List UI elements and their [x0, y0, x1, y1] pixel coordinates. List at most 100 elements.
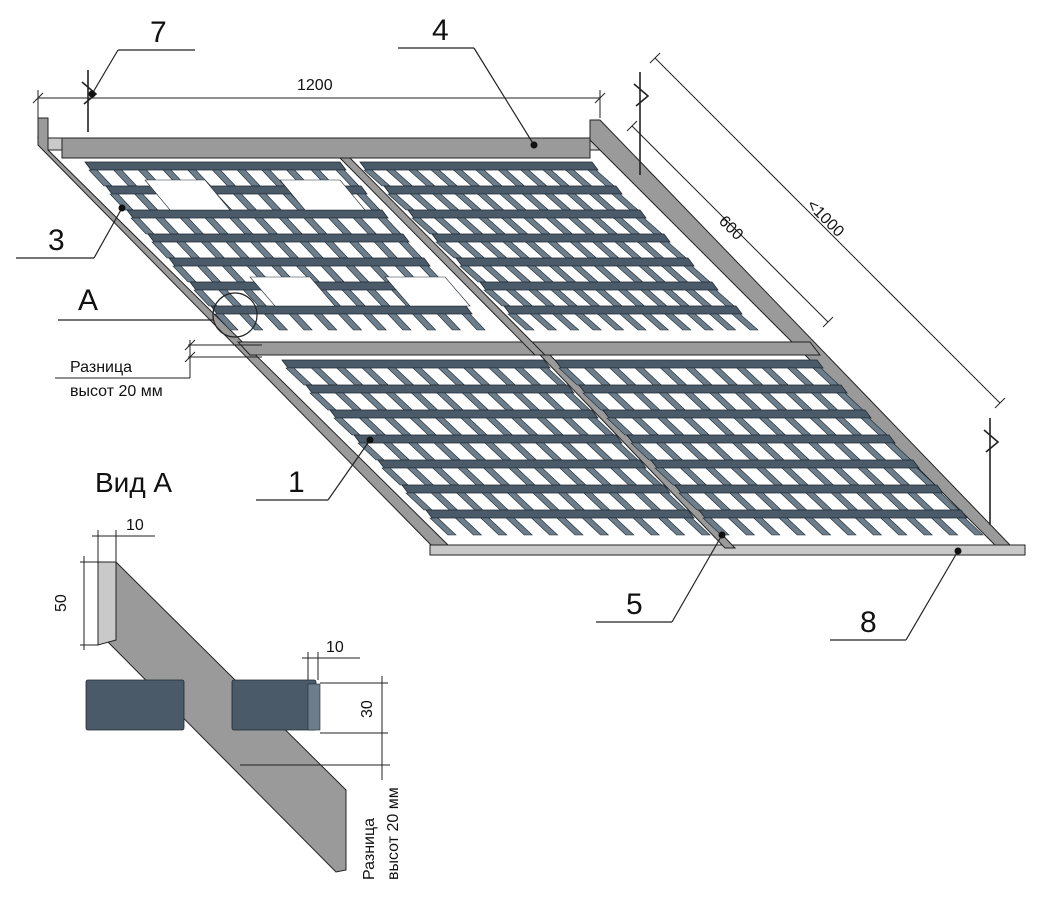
- grid-rib: [609, 467, 638, 486]
- grid-rib: [250, 241, 275, 259]
- grid-rib: [592, 241, 620, 259]
- grid-rib: [521, 193, 550, 211]
- grid-rib: [535, 442, 563, 461]
- height-diff-note: Разница высот 20 мм: [55, 339, 262, 400]
- grid-rib: [409, 417, 437, 436]
- grid-rib: [659, 241, 687, 259]
- grid-rib: [434, 417, 463, 436]
- detail-profile-edge: [97, 561, 117, 646]
- grid-rib: [511, 417, 539, 436]
- grid-rib: [382, 442, 411, 461]
- detail-dim-height: 50: [53, 594, 70, 612]
- grid-rib: [360, 392, 388, 411]
- grid-rib: [348, 241, 374, 259]
- grid-rib: [710, 367, 739, 386]
- grid-row-bar: [210, 305, 473, 315]
- suspension-1: [81, 70, 98, 132]
- grid-rib: [758, 417, 787, 436]
- grid-rib: [537, 392, 566, 411]
- grid-rib: [433, 217, 462, 235]
- grid-rib: [568, 217, 596, 235]
- grid-rib: [631, 417, 660, 436]
- grid-rib: [509, 442, 538, 461]
- grid-rib: [530, 517, 559, 536]
- grid-rib: [381, 467, 409, 486]
- grid-rib: [398, 241, 423, 259]
- grid-rib: [436, 392, 464, 411]
- grid-rib: [373, 241, 398, 259]
- grid-rib: [484, 442, 512, 461]
- profile-far-face: [61, 137, 591, 159]
- grid-rib: [880, 517, 908, 536]
- grid-rib: [476, 193, 505, 211]
- dimension-width: 1200: [32, 77, 606, 118]
- grid-rib: [456, 217, 484, 235]
- height-diff-line1: Разница: [70, 359, 132, 376]
- grid-row-bar: [425, 509, 695, 519]
- grid-row-bar: [329, 409, 599, 419]
- grid-rib: [520, 169, 548, 187]
- grid-rib: [505, 289, 534, 307]
- grid-rib: [683, 517, 711, 536]
- callout-A-label: A: [78, 284, 98, 317]
- grid-rib: [785, 392, 813, 411]
- grid-rib: [679, 467, 708, 486]
- grid-rib: [634, 367, 662, 386]
- grid-rib: [585, 442, 614, 461]
- grid-row-bar: [126, 209, 389, 219]
- grid-row-bar: [353, 434, 623, 444]
- grid-rib: [532, 492, 560, 511]
- grid-rib: [526, 265, 554, 283]
- grid-rib: [561, 417, 590, 436]
- grid-rib: [607, 392, 636, 411]
- grid-rib: [684, 289, 713, 307]
- grid-rib: [683, 392, 712, 411]
- grid-rib: [536, 417, 564, 436]
- grid-rib: [337, 313, 363, 331]
- grid-rib: [584, 467, 612, 486]
- grid-rib: [590, 217, 618, 235]
- grid-row-bar: [377, 459, 647, 469]
- grid-rib: [487, 392, 515, 411]
- grid-rib: [528, 289, 556, 307]
- grid-rib: [361, 367, 389, 386]
- grid-rib: [478, 217, 506, 235]
- grid-rib: [655, 442, 684, 461]
- grid-rib: [727, 517, 756, 536]
- grid-rib: [633, 492, 662, 511]
- grid-rib: [730, 467, 758, 486]
- grid-row-bar: [305, 384, 575, 394]
- grid-rib: [607, 517, 635, 536]
- grid-rib: [779, 492, 808, 511]
- grid-rib: [636, 241, 665, 259]
- grid-rib: [430, 169, 458, 187]
- detail-dim-cell-height: 30: [359, 700, 376, 718]
- grid-rib: [833, 442, 861, 461]
- grid-rib: [805, 492, 833, 511]
- grid-rib: [705, 467, 733, 486]
- grid-rib: [456, 492, 484, 511]
- detail-note-line2: высот 20 мм: [385, 787, 402, 880]
- detail-note-line1: Разница: [361, 818, 378, 880]
- grid-rib: [808, 442, 836, 461]
- grid-rib: [88, 169, 113, 187]
- grid-rib: [614, 241, 642, 259]
- grid-rib: [408, 442, 436, 461]
- grid-rib: [333, 417, 361, 436]
- grid-rib: [263, 313, 289, 331]
- grid-rib: [547, 241, 575, 259]
- opening-1: [144, 179, 231, 211]
- grid-openings: [144, 179, 471, 307]
- grid-rib: [810, 392, 839, 411]
- grid-rib: [463, 367, 491, 386]
- grid-rib: [437, 367, 466, 386]
- grid-rib: [581, 517, 610, 536]
- grid-rib: [461, 392, 490, 411]
- grid-rib: [731, 313, 759, 331]
- grid-rib: [736, 367, 764, 386]
- grid-rib: [550, 289, 578, 307]
- grid-rib: [239, 313, 264, 331]
- grid-rib: [432, 467, 460, 486]
- grid-rib: [406, 467, 435, 486]
- grid-rib: [225, 241, 250, 259]
